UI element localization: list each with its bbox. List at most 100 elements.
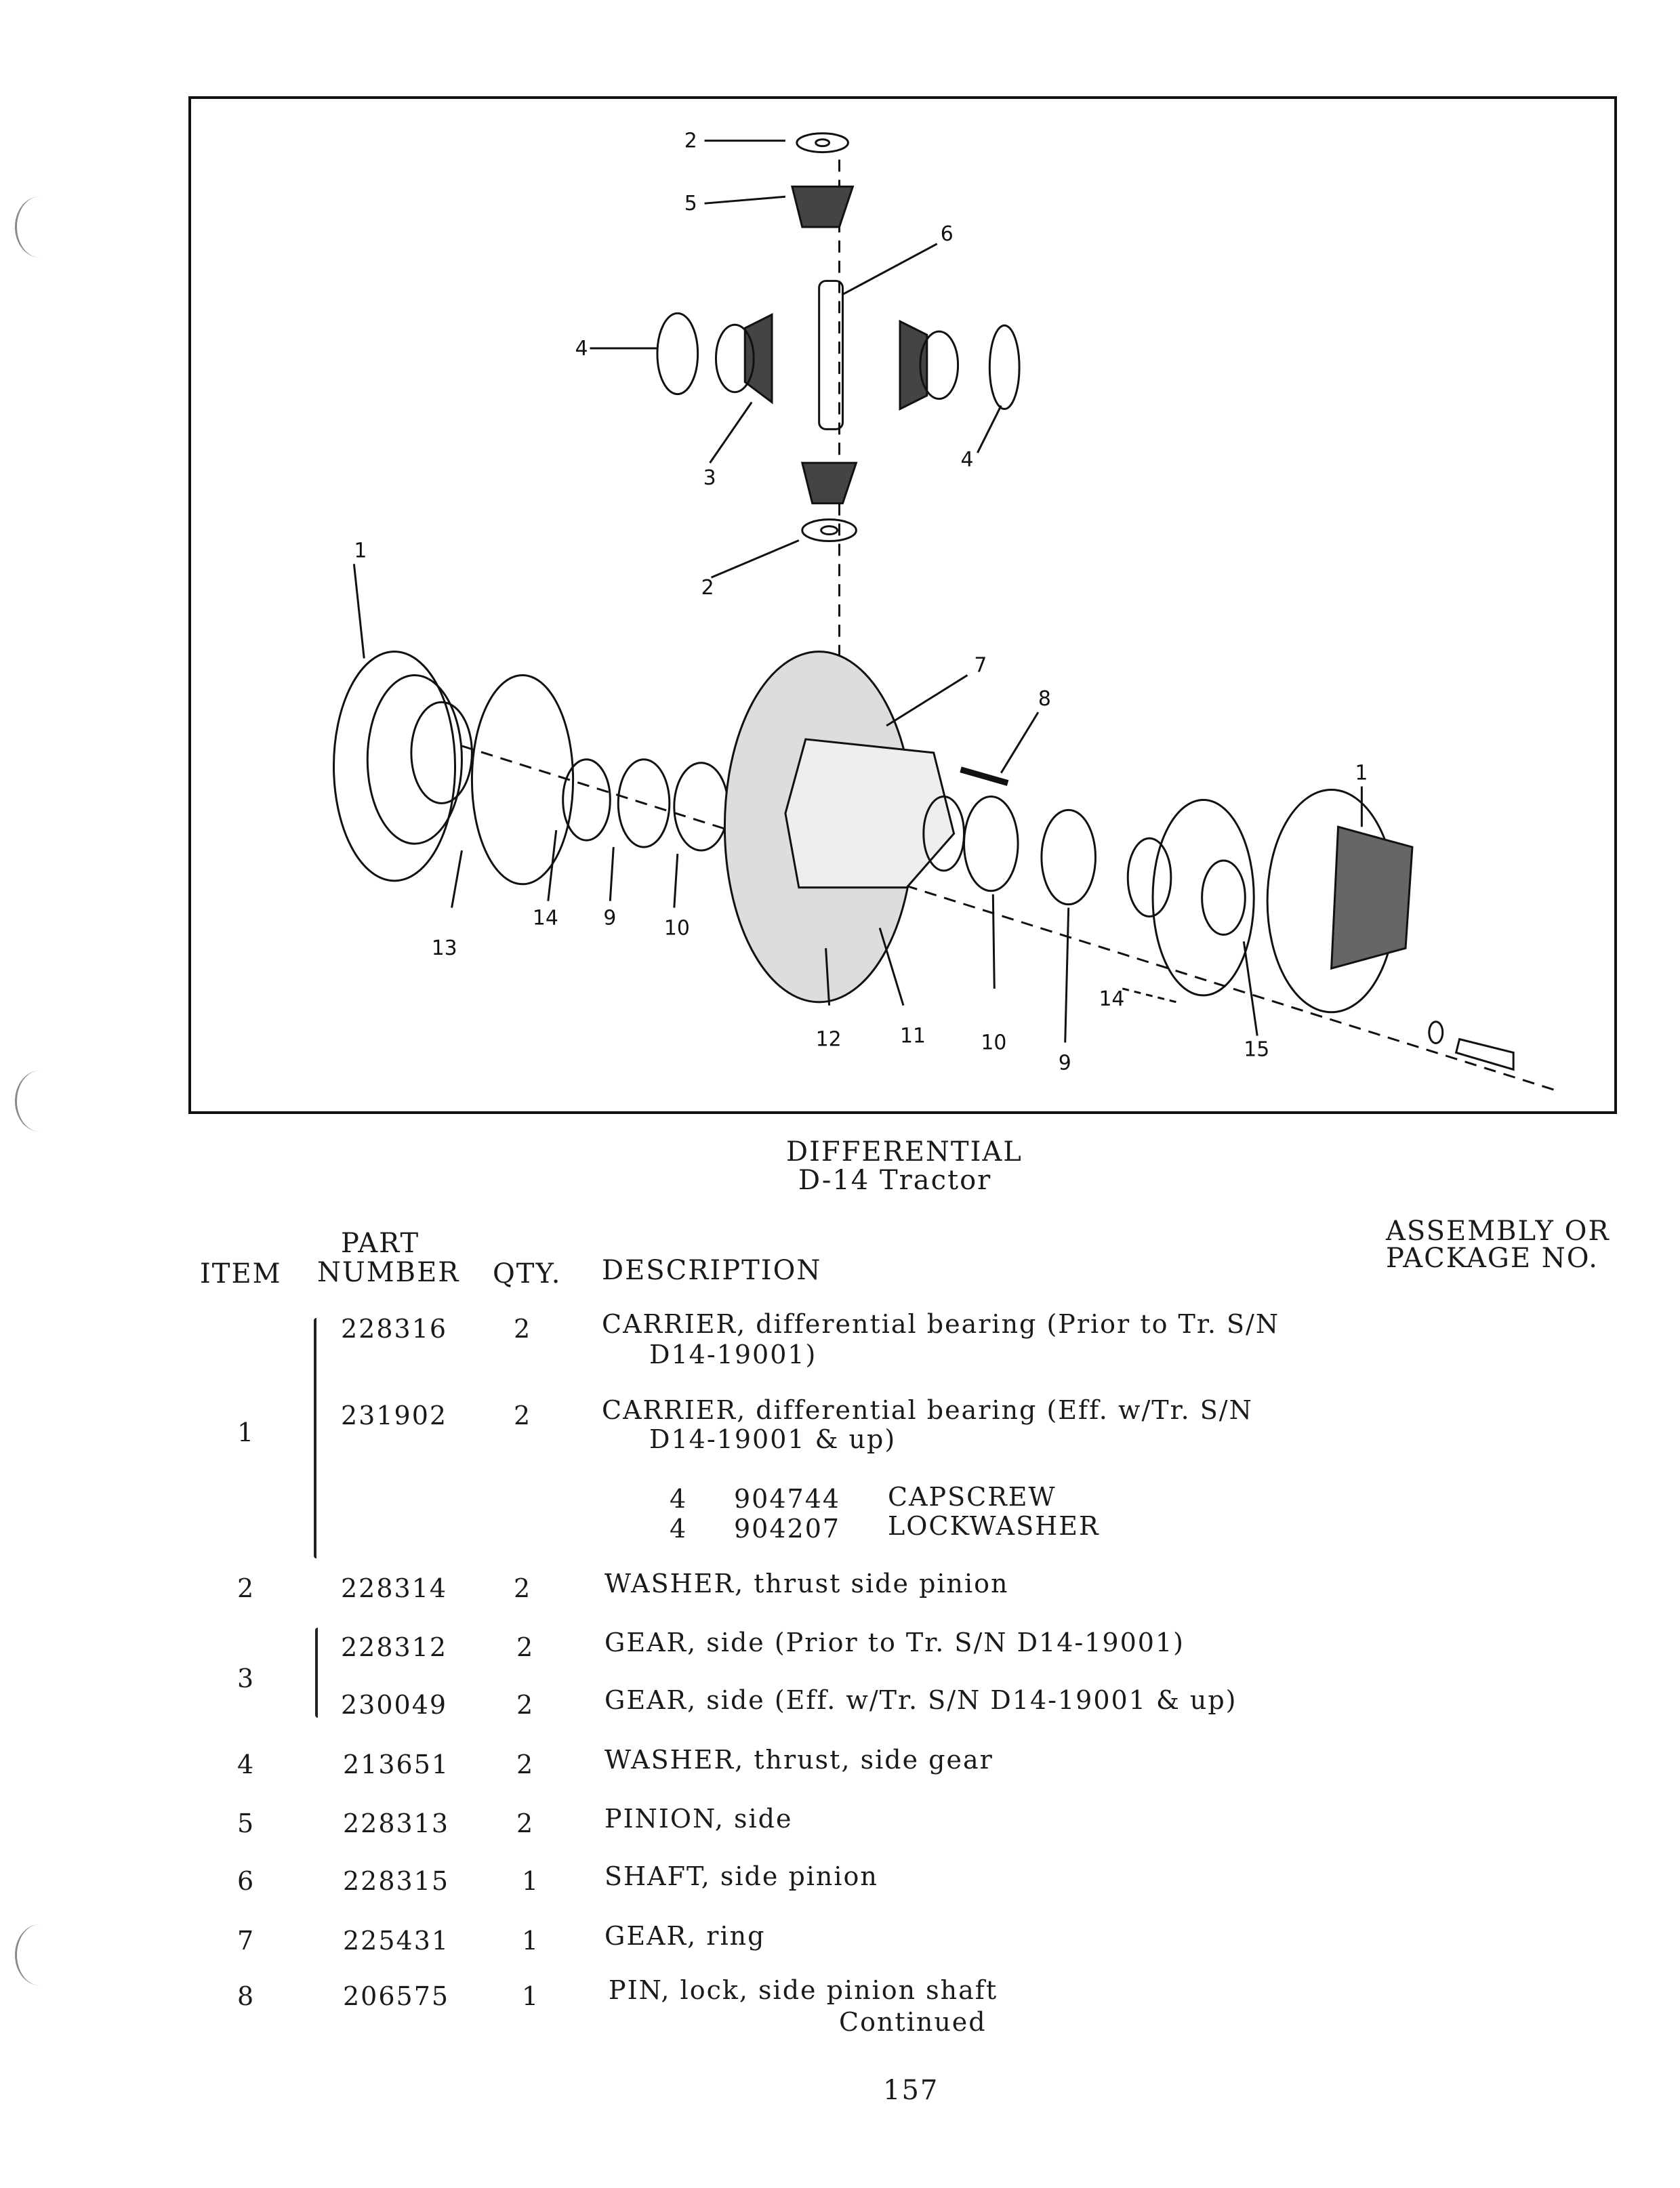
callout-label: 6: [941, 222, 954, 246]
sub-part-name: CAPSCREW: [888, 1482, 1057, 1512]
leader-9-right: [1064, 907, 1070, 1043]
table-row-description-cont: D14-19001 & up): [649, 1424, 897, 1454]
callout-label: 4: [575, 337, 588, 360]
leader-1-left: [352, 564, 365, 659]
table-row-part: 230049: [341, 1690, 448, 1720]
gasket-left: [470, 674, 575, 886]
bearing-carrier-right-body: [1330, 825, 1414, 970]
table-row-qty: 1: [522, 1926, 540, 1956]
callout-label: 2: [684, 129, 697, 153]
table-row-part: 228314: [341, 1573, 448, 1603]
bearing-cup-left: [617, 758, 671, 848]
bearing-cone-left: [673, 762, 729, 852]
figure-caption-title: DIFFERENTIAL: [786, 1136, 1023, 1168]
leader-15: [1242, 941, 1258, 1036]
callout-label: 15: [1244, 1037, 1269, 1061]
leader-10-right: [991, 894, 996, 989]
leader-2-bottom: [710, 539, 800, 579]
lockwasher: [1428, 1020, 1444, 1045]
table-row-description: PINION, side: [605, 1804, 793, 1834]
callout-label: 14: [533, 906, 558, 930]
differential-case: [784, 738, 956, 889]
callout-label: 9: [603, 906, 616, 930]
table-row-description: PIN, lock, side pinion shaft: [609, 1975, 998, 2005]
table-row-part: 228312: [341, 1632, 448, 1662]
leader-6: [842, 243, 938, 295]
table-row-qty: 1: [522, 1866, 540, 1896]
side-gear-washer-right: [988, 324, 1021, 411]
callout-label: 5: [684, 192, 697, 215]
thrust-washer-top: [796, 132, 849, 154]
table-row-item: 3: [237, 1664, 255, 1693]
table-row-item: 7: [237, 1926, 255, 1956]
table-row-description: GEAR, side (Eff. w/Tr. S/N D14-19001 & u…: [605, 1685, 1237, 1715]
table-row-description: CARRIER, differential bearing (Eff. w/Tr…: [602, 1395, 1253, 1425]
side-gear-left: [743, 312, 773, 405]
callout-label: 3: [703, 466, 716, 490]
leader-9-left: [609, 846, 615, 901]
side-gear-right-hub: [919, 330, 960, 400]
binding-hole: [15, 1071, 64, 1132]
horizontal-axis-line: [462, 745, 1555, 1091]
table-row-item: 2: [237, 1573, 255, 1603]
gasket-right: [1151, 798, 1255, 997]
bearing-carrier-left-bore: [410, 701, 473, 804]
leader-7: [886, 674, 968, 727]
table-row-item: 5: [237, 1809, 255, 1838]
oil-seal-right: [1126, 837, 1172, 918]
leader-10-left: [673, 853, 679, 908]
callout-label: 7: [974, 653, 987, 677]
brace-item-3: [315, 1628, 318, 1718]
callout-label: 10: [664, 916, 690, 940]
table-row-part: 213651: [343, 1750, 450, 1779]
side-pinion-bottom: [800, 461, 858, 505]
o-ring-15: [1201, 859, 1246, 936]
thrust-washer-bottom: [801, 518, 857, 542]
leader-5: [704, 195, 786, 205]
exploded-diagram: 2 5 6 4 4 3 2 1 1 7 8 13 14 9 10 12 11 1…: [188, 96, 1617, 1114]
binding-hole: [15, 197, 64, 257]
table-row-item: 1: [237, 1418, 255, 1447]
callout-label: 14: [1099, 987, 1124, 1011]
callout-label: 13: [432, 936, 457, 960]
side-pinion-shaft: [818, 280, 844, 430]
table-row-qty: 2: [514, 1401, 532, 1430]
sub-part-qty: 4: [670, 1514, 688, 1544]
callout-label: 12: [816, 1028, 842, 1052]
side-pinion-top: [790, 185, 855, 228]
brace-item-1: [314, 1318, 316, 1559]
table-row-description: WASHER, thrust side pinion: [605, 1569, 1009, 1598]
side-gear-right: [899, 319, 928, 411]
table-row-qty: 2: [514, 1314, 532, 1344]
table-row-description: SHAFT, side pinion: [605, 1861, 878, 1891]
table-row-description-cont: D14-19001): [649, 1340, 817, 1369]
header-qty: QTY.: [493, 1258, 562, 1289]
table-row-qty: 2: [516, 1809, 535, 1838]
table-row-part: 225431: [343, 1926, 450, 1956]
header-part-top: PART: [341, 1228, 420, 1259]
leader-11: [878, 928, 905, 1006]
header-part-bottom: NUMBER: [317, 1257, 460, 1288]
table-row-part: 228315: [343, 1866, 450, 1896]
header-item: ITEM: [200, 1258, 282, 1289]
thrust-washer-top-hole: [815, 138, 831, 148]
callout-label: 1: [1355, 762, 1368, 785]
bearing-cup-right: [1040, 808, 1097, 906]
callout-label: 10: [981, 1031, 1006, 1054]
table-row-part: 231902: [341, 1401, 448, 1430]
side-gear-left-hub: [714, 323, 755, 394]
table-row-qty: 1: [522, 1981, 540, 2011]
thrust-washer-bottom-hole: [820, 525, 839, 536]
table-row-item: 4: [237, 1750, 255, 1779]
callout-label: 11: [900, 1025, 926, 1048]
table-row-qty: 2: [516, 1632, 535, 1662]
table-row-part: 206575: [343, 1981, 450, 2011]
sub-part-qty: 4: [670, 1484, 688, 1514]
continued-note: Continued: [839, 2007, 987, 2037]
table-row-qty: 2: [516, 1690, 535, 1720]
table-row-description: CARRIER, differential bearing (Prior to …: [602, 1309, 1280, 1339]
sub-part-name: LOCKWASHER: [888, 1511, 1100, 1541]
figure-caption-subtitle: D-14 Tractor: [798, 1165, 992, 1196]
table-row-qty: 2: [516, 1750, 535, 1779]
leader-13: [451, 850, 463, 908]
